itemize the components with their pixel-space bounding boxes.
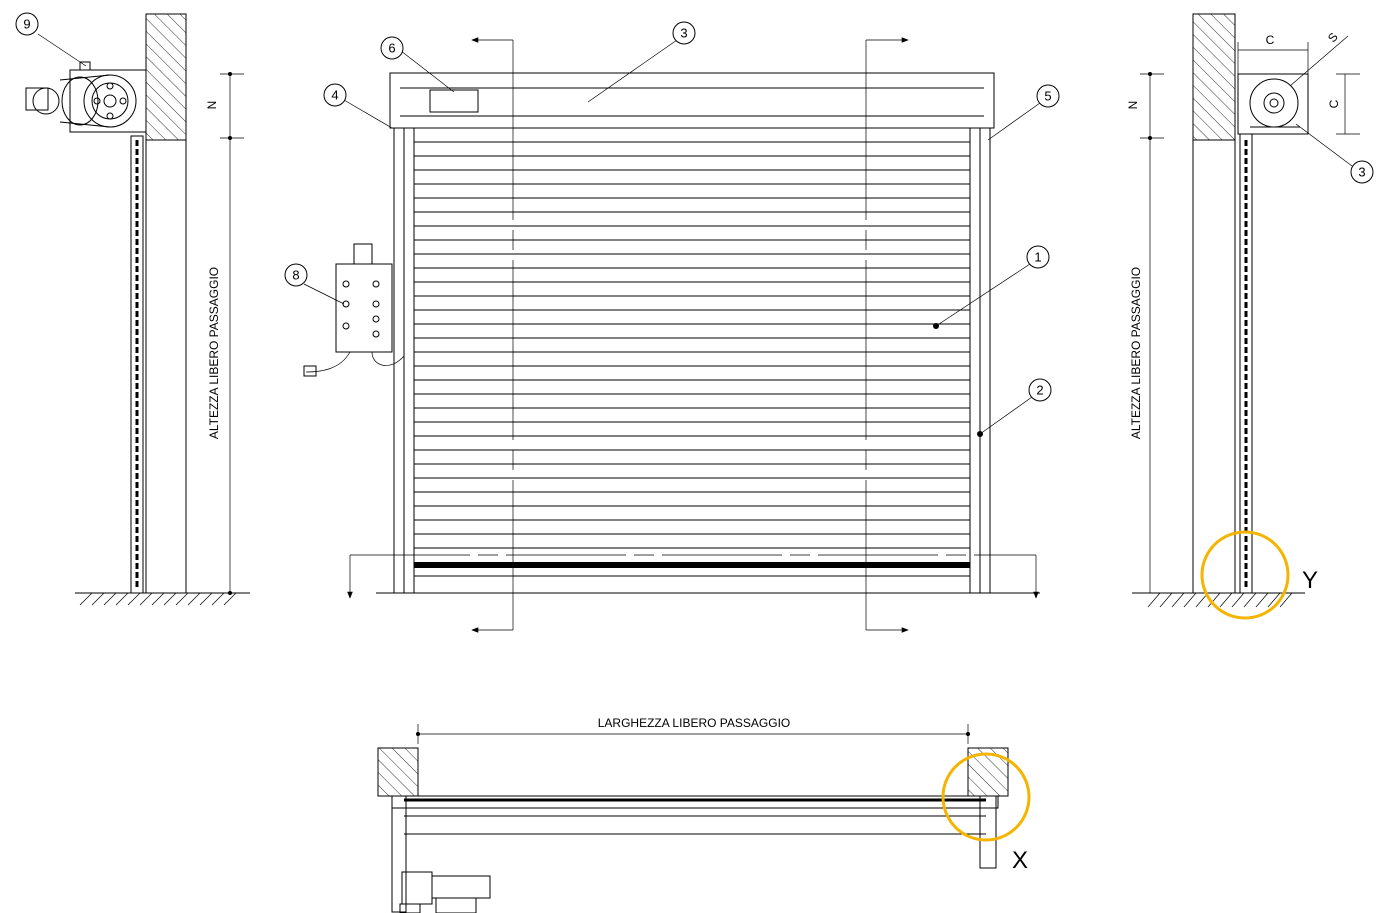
detail-x-label: X	[1012, 847, 1028, 874]
dimension-n-left: N	[205, 101, 219, 110]
control-box	[335, 263, 393, 353]
plan-view: LARGHEZZA LIBERO PASSAGGIO X	[377, 716, 1031, 913]
dimension-c-side: C	[1327, 99, 1341, 108]
detail-y-highlight	[1200, 530, 1290, 620]
callout-3-right: 3	[1358, 165, 1365, 180]
dimension-altezza-left: ALTEZZA LIBERO PASSAGGIO	[207, 267, 221, 439]
detail-y-label: Y	[1302, 567, 1318, 594]
left-side-elevation: N ALTEZZA LIBERO PASSAGGIO 9	[15, 12, 250, 606]
detail-x-highlight	[941, 752, 1031, 842]
bottom-bar	[414, 562, 970, 568]
dimension-larghezza: LARGHEZZA LIBERO PASSAGGIO	[598, 716, 791, 730]
dimension-c-top: C	[1266, 33, 1275, 47]
callout-9-bubble	[15, 12, 39, 36]
callout-6: 6	[388, 41, 395, 56]
dimension-n-right: N	[1126, 101, 1140, 110]
callout-9: 9	[23, 17, 30, 32]
callout-8: 8	[292, 268, 299, 283]
dimension-altezza-right: ALTEZZA LIBERO PASSAGGIO	[1129, 267, 1143, 439]
right-side-elevation: C C S N ALTEZZA LIBERO PASSAGGIO 3 Y	[1126, 13, 1374, 620]
callout-4: 4	[331, 88, 338, 103]
callout-1: 1	[1034, 250, 1041, 265]
wall-hatch-top	[145, 13, 187, 141]
callout-5: 5	[1044, 89, 1051, 104]
front-elevation: 6 3 4 5 1 2 8	[284, 21, 1060, 633]
callout-2: 2	[1036, 383, 1043, 398]
curtain-slats	[414, 141, 970, 549]
dimension-s: S	[1325, 30, 1341, 45]
callout-3: 3	[680, 26, 687, 41]
